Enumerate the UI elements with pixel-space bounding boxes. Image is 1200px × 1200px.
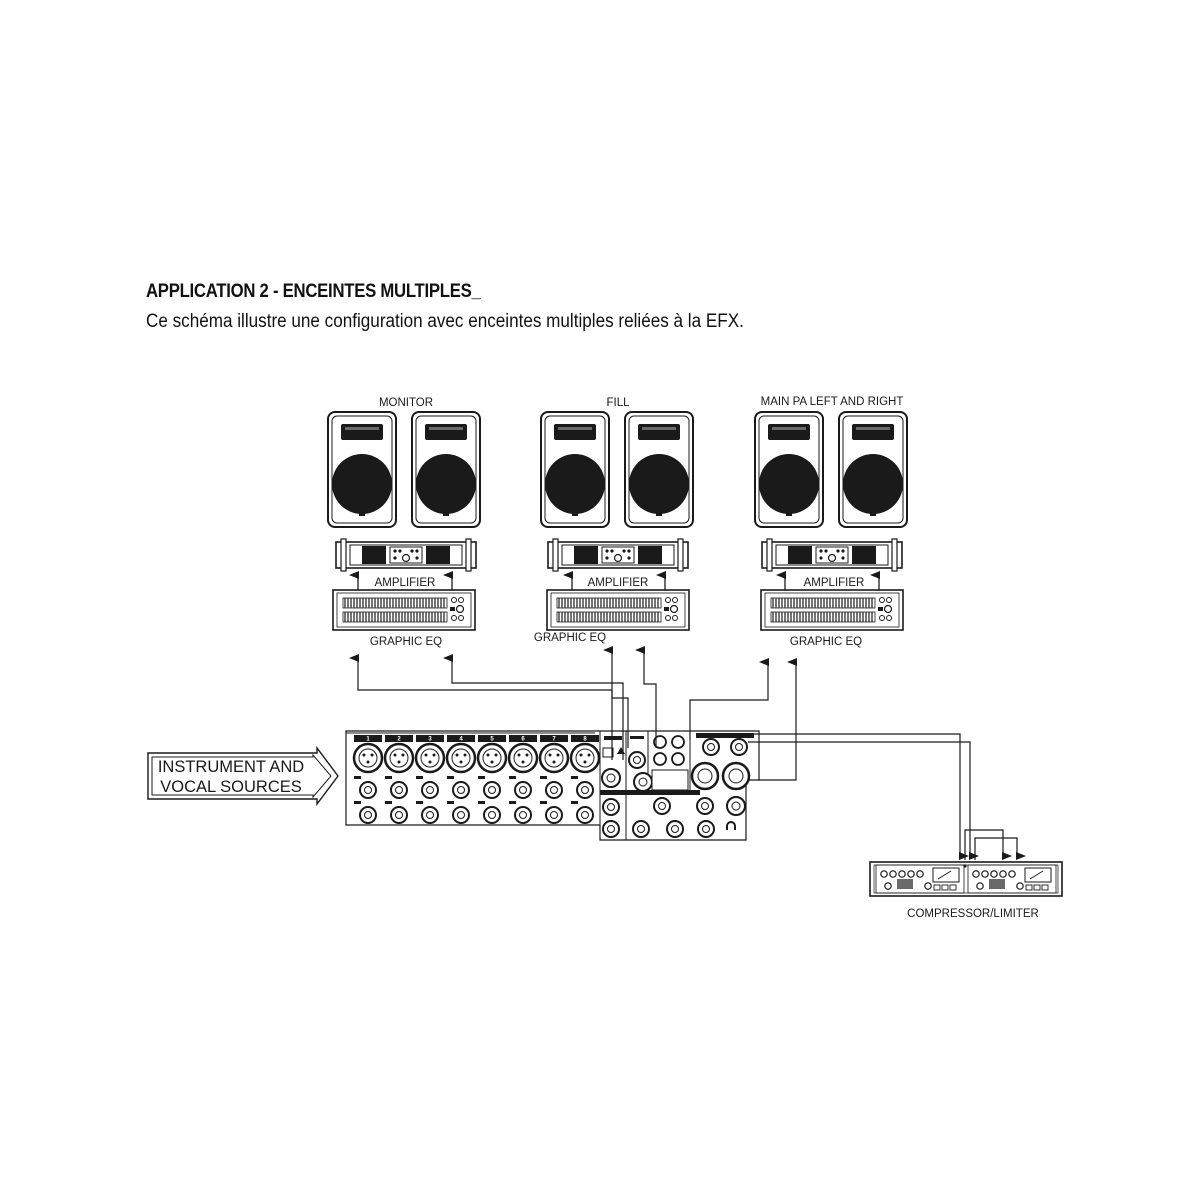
signal-cables	[349, 646, 1026, 860]
channel-strip: 6	[507, 733, 539, 825]
channel-number: 6	[521, 737, 525, 743]
mixer: 1 2 3 4 5 6 7 8	[345, 730, 760, 841]
channel-strip: 3	[414, 733, 446, 825]
amplifier-label: AMPLIFIER	[804, 577, 865, 589]
amplifier-icon	[547, 538, 689, 572]
graphic-eq-icon	[546, 589, 690, 631]
graphic-eq-label: GRAPHIC EQ	[370, 636, 442, 648]
graphic-eq-label: GRAPHIC EQ	[534, 632, 606, 644]
channel-number: 2	[397, 737, 401, 743]
amplifier-icon	[335, 538, 477, 572]
speaker-icon	[327, 411, 397, 528]
group-label: MONITOR	[379, 397, 433, 409]
channel-strip: 2	[383, 733, 415, 825]
channel-number: 3	[428, 737, 432, 743]
fill-group: FILL AMPLIFIER GRAPHIC EQ	[534, 397, 694, 644]
channel-number: 7	[552, 737, 556, 743]
sources-line-2: VOCAL SOURCES	[160, 778, 302, 796]
channel-strip: 1	[352, 733, 384, 825]
amplifier-icon	[761, 538, 903, 572]
speaker-icon	[754, 411, 824, 528]
channel-number: 5	[490, 737, 494, 743]
mixer-output-section	[599, 731, 754, 840]
channel-strip: 8	[569, 733, 601, 825]
channel-strip: 7	[538, 733, 570, 825]
monitor-group: MONITOR AMPLIFIER GRAPHIC EQ	[327, 397, 481, 648]
compressor-limiter: COMPRESSOR/LIMITER	[869, 861, 1063, 920]
group-label: MAIN PA LEFT AND RIGHT	[761, 396, 904, 408]
channel-strip: 5	[476, 733, 508, 825]
speaker-icon	[838, 411, 908, 528]
channel-number: 8	[583, 737, 587, 743]
graphic-eq-icon	[332, 589, 476, 631]
graphic-eq-label: GRAPHIC EQ	[790, 636, 862, 648]
sources-callout: INSTRUMENT AND VOCAL SOURCES	[147, 745, 339, 807]
group-label: FILL	[606, 397, 630, 409]
amplifier-label: AMPLIFIER	[375, 577, 436, 589]
page-description: Ce schéma illustre une configuration ave…	[146, 311, 744, 332]
channel-number: 4	[459, 737, 463, 743]
amplifier-label: AMPLIFIER	[588, 577, 649, 589]
channel-strip: 4	[445, 733, 477, 825]
graphic-eq-icon	[760, 589, 904, 631]
page-title: APPLICATION 2 - ENCEINTES MULTIPLES_	[146, 281, 481, 302]
speaker-icon	[624, 411, 694, 528]
speaker-icon	[540, 411, 610, 528]
sources-line-1: INSTRUMENT AND	[158, 758, 304, 776]
speaker-icon	[411, 411, 481, 528]
channel-number: 1	[366, 737, 370, 743]
main-pa-group: MAIN PA LEFT AND RIGHT AMPLIFIER GRAPHIC…	[754, 396, 908, 648]
compressor-label: COMPRESSOR/LIMITER	[907, 908, 1039, 920]
